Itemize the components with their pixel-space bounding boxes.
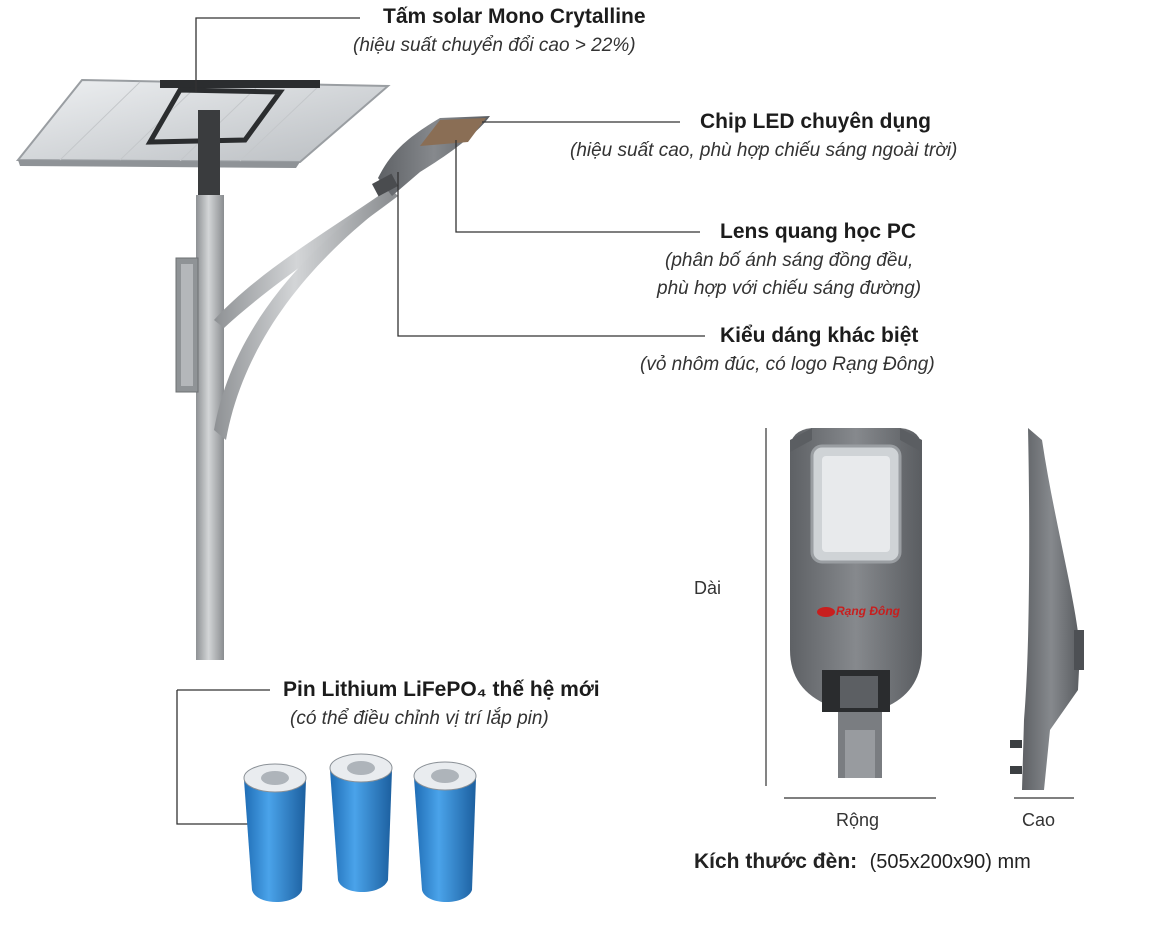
dimension-lines	[765, 428, 1074, 799]
brand-logo-icon	[817, 607, 835, 617]
size-spec: Kích thước đèn: (505x200x90) mm	[694, 850, 1031, 874]
height-label: Cao	[1022, 810, 1056, 830]
lamp-side-view	[1010, 428, 1084, 790]
solar-panel-title: Tấm solar Mono Crytalline	[383, 5, 646, 28]
length-label: Dài	[694, 578, 722, 598]
battery-title: Pin Lithium LiFePO₄ thế hệ mới	[283, 678, 600, 701]
callout-lines	[176, 17, 705, 825]
brand-logo-text: Rạng Đông	[836, 604, 900, 618]
design-desc: (vỏ nhôm đúc, có logo Rạng Đông)	[640, 354, 935, 375]
lens-title: Lens quang học PC	[720, 220, 917, 243]
lamp-head	[372, 116, 490, 197]
lamp-front-view	[790, 428, 922, 778]
design-title: Kiểu dáng khác biệt	[720, 324, 919, 347]
size-spec-label: Kích thước đèn:	[694, 850, 858, 873]
size-spec-value: (505x200x90) mm	[869, 851, 1031, 873]
battery-cells	[243, 753, 477, 902]
lens-desc-line1: (phân bố ánh sáng đồng đều,	[665, 250, 914, 271]
led-chip-title: Chip LED chuyên dụng	[700, 110, 931, 133]
battery-desc: (có thể điều chỉnh vị trí lắp pin)	[290, 708, 549, 729]
width-label: Rộng	[836, 810, 880, 830]
solar-panel-desc: (hiệu suất chuyển đổi cao > 22%)	[353, 35, 636, 56]
lens-desc-line2: phù hợp với chiếu sáng đường)	[657, 278, 922, 299]
led-chip-desc: (hiệu suất cao, phù hợp chiếu sáng ngoài…	[570, 140, 958, 161]
pole	[175, 110, 398, 660]
